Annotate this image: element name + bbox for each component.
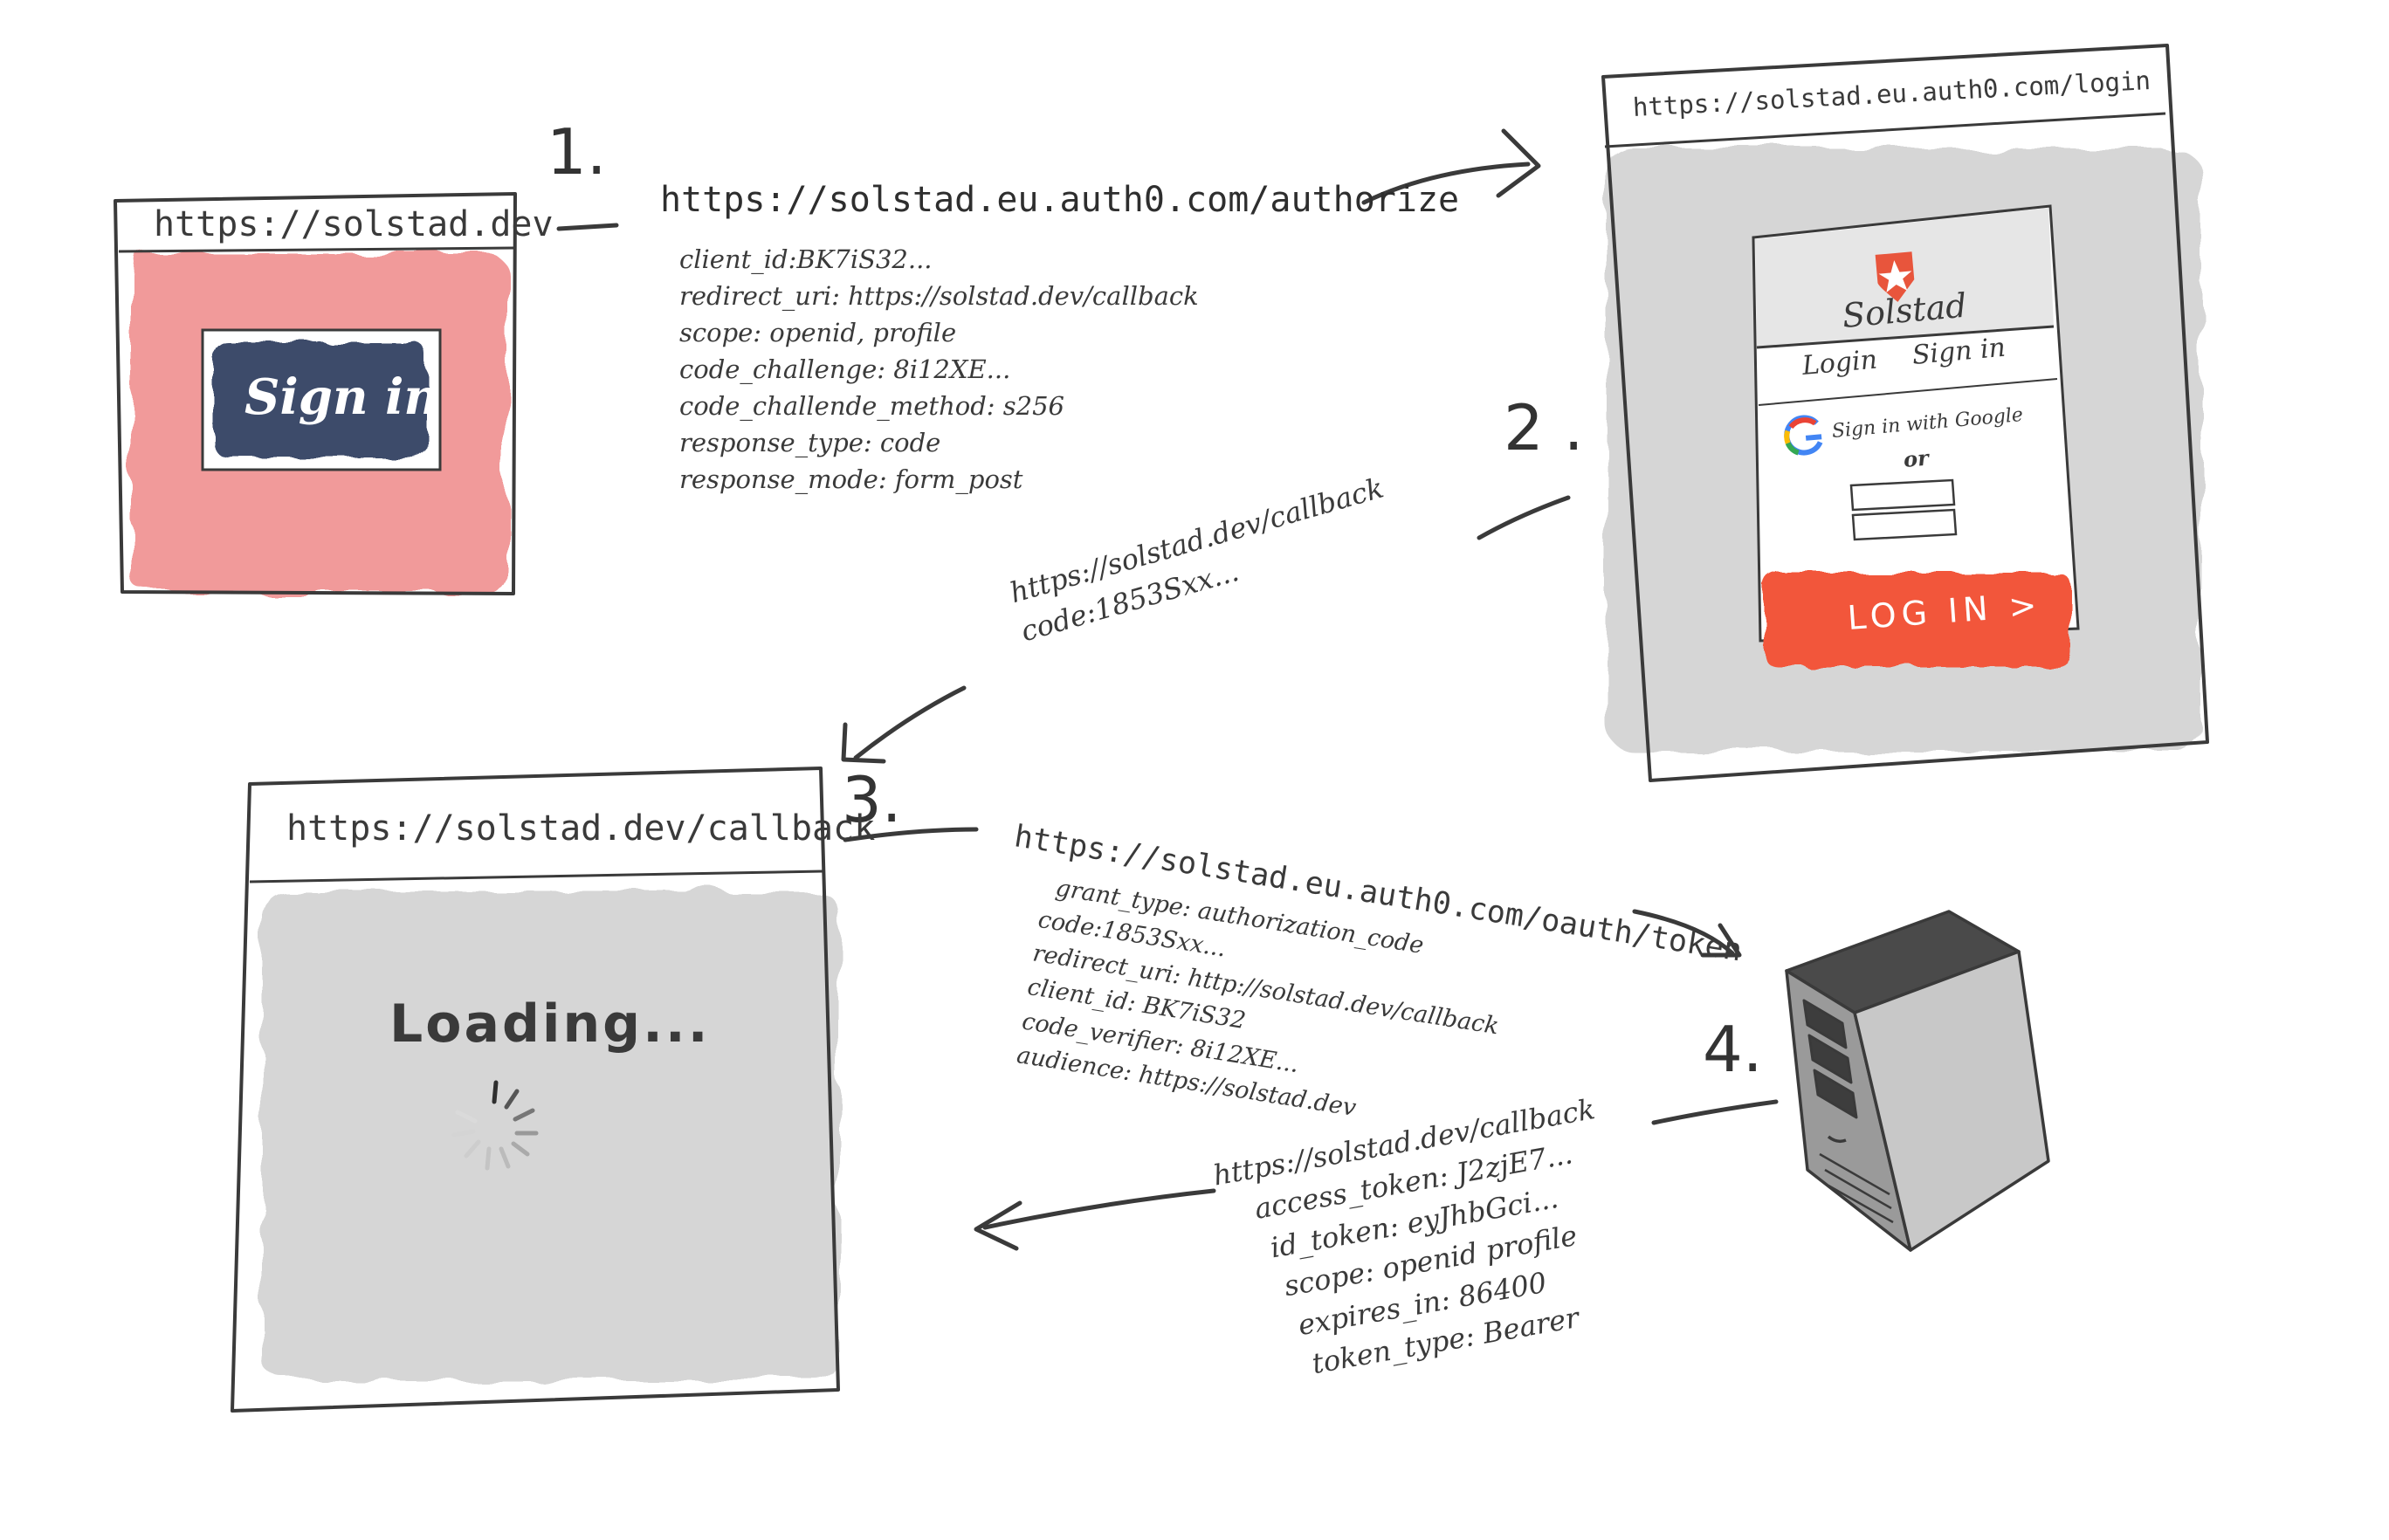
loading-spinner-icon bbox=[451, 1080, 539, 1171]
arrow-token-response bbox=[982, 1188, 1216, 1230]
login-window-urlbar-divider bbox=[1604, 112, 2166, 148]
arrow-to-login-head bbox=[1496, 128, 1541, 198]
authorize-param: redirect_uri: https://solstad.dev/callba… bbox=[679, 281, 1199, 312]
auth-server-icon bbox=[1785, 910, 2050, 1252]
server-front bbox=[1853, 950, 2050, 1252]
login-window bbox=[1601, 44, 2209, 782]
step1-dash bbox=[556, 223, 619, 231]
authorize-param: scope: openid, profile bbox=[679, 318, 957, 348]
authorize-param: client_id:BK7iS32... bbox=[679, 244, 933, 274]
callback-window-urlbar-divider bbox=[249, 870, 823, 883]
loading-text: Loading... bbox=[389, 993, 711, 1055]
step4-dash bbox=[1651, 1099, 1779, 1125]
step3-dash bbox=[843, 827, 979, 842]
login-button-fill bbox=[1764, 573, 2071, 667]
authorize-param: response_type: code bbox=[679, 428, 941, 458]
callback-window-url: https://solstad.dev/callback bbox=[286, 808, 876, 849]
sign-in-button-fill bbox=[214, 342, 427, 457]
or-label: or bbox=[1902, 444, 1930, 472]
tab-login[interactable]: Login bbox=[1800, 344, 1879, 382]
login-window-frame bbox=[1601, 44, 2209, 782]
step2-dash bbox=[1477, 495, 1571, 540]
step-2-label: 2 . bbox=[1504, 391, 1584, 464]
authorize-param: response_mode: form_post bbox=[679, 464, 1023, 495]
brand-shield-icon bbox=[1875, 251, 1915, 302]
arrow-to-login bbox=[1361, 162, 1531, 205]
login-tabs-divider-top bbox=[1756, 325, 2055, 349]
login-tabs-divider-bottom bbox=[1758, 378, 2058, 406]
site-window-frame bbox=[114, 192, 517, 595]
sign-in-button[interactable]: Sign in bbox=[244, 368, 440, 426]
authorize-params: client_id:BK7iS32... redirect_uri: https… bbox=[679, 241, 1199, 498]
site-window-urlbar-divider bbox=[118, 246, 514, 253]
callback-window-fill bbox=[262, 890, 838, 1379]
arrow-to-callback-head bbox=[841, 722, 886, 764]
site-window bbox=[114, 192, 517, 595]
site-window-url: https://solstad.dev bbox=[154, 204, 554, 244]
arrow-to-server-head bbox=[1700, 923, 1742, 958]
authorize-param: code_challende_method: s256 bbox=[679, 391, 1064, 422]
authorize-url: https://solstad.eu.auth0.com/authorize bbox=[660, 180, 1460, 220]
step-3-label: 3. bbox=[842, 763, 902, 836]
callback-window bbox=[231, 767, 840, 1413]
callback-window-frame bbox=[231, 767, 840, 1413]
arrow-token-response-head bbox=[974, 1200, 1022, 1251]
authorize-param: code_challenge: 8i12XE... bbox=[679, 354, 1011, 385]
step-4-label: 4. bbox=[1703, 1013, 1763, 1086]
server-vents bbox=[1802, 999, 1858, 1119]
login-password-input bbox=[1851, 508, 1958, 541]
google-g-icon bbox=[1784, 415, 1823, 456]
arrow-to-server bbox=[1632, 909, 1735, 956]
step-1-label: 1. bbox=[547, 115, 607, 189]
login-username-input bbox=[1849, 478, 1956, 512]
arrow-to-callback bbox=[853, 685, 967, 760]
